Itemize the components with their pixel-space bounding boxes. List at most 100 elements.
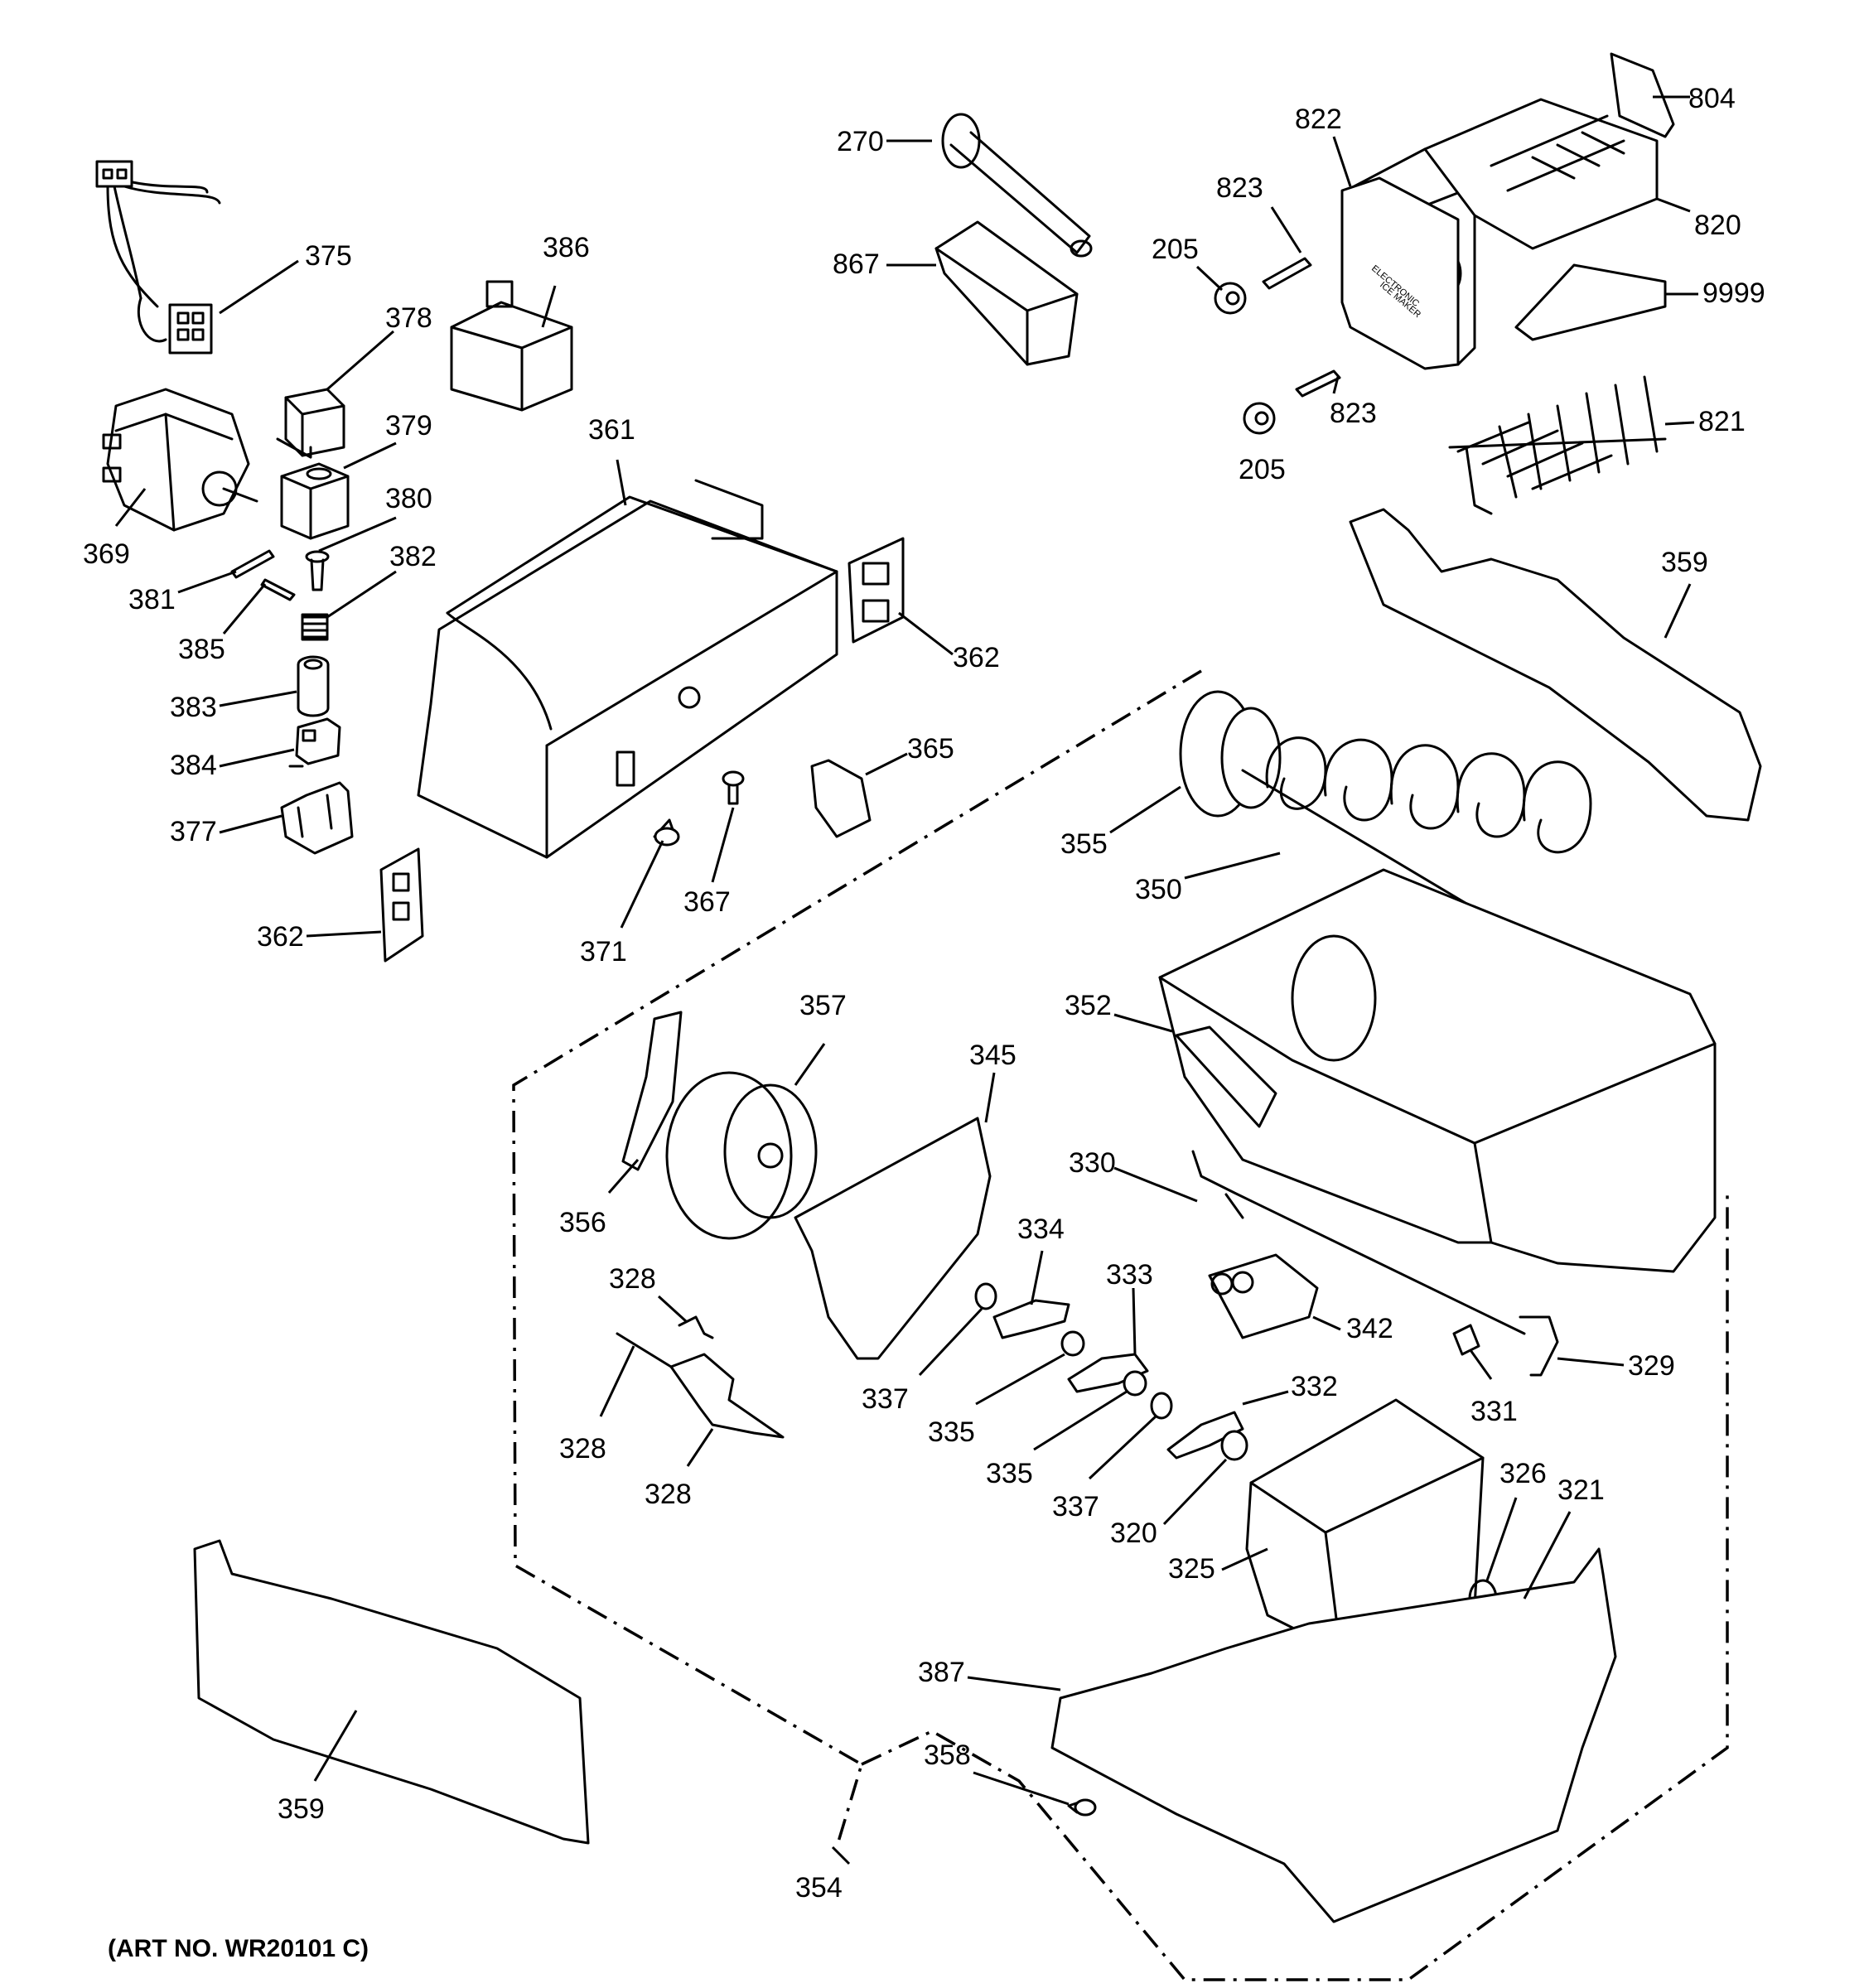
spring-328 (678, 1315, 714, 1339)
cover-359-upper (1349, 508, 1762, 822)
callout-386: 386 (543, 232, 590, 263)
cover-804 (1610, 52, 1675, 138)
cover-359-lower (193, 1539, 590, 1845)
assembly-boundary-354 (512, 669, 1729, 1981)
rod-330 (1191, 1150, 1526, 1335)
bracket-384 (288, 717, 341, 768)
bracket-362-upper (847, 537, 905, 644)
housing-361 (417, 479, 838, 859)
callout-205-upper: 205 (1152, 234, 1199, 265)
callout-325: 325 (1168, 1553, 1215, 1585)
spacer-337-lower (1150, 1392, 1173, 1420)
wire-harness-375 (95, 160, 221, 355)
grommet-205-lower (1243, 402, 1276, 435)
bushing-383 (297, 655, 330, 717)
blade-334 (992, 1299, 1070, 1339)
callout-333: 333 (1106, 1259, 1153, 1291)
callout-337-upper: 337 (862, 1383, 909, 1415)
callout-371: 371 (580, 936, 627, 967)
callout-321: 321 (1557, 1474, 1605, 1506)
block-379 (280, 462, 350, 540)
pin-381 (230, 549, 275, 579)
callout-381: 381 (128, 584, 176, 615)
nut-320 (1220, 1430, 1248, 1461)
callout-359-upper: 359 (1661, 547, 1708, 578)
crusher-housing-345 (794, 1117, 992, 1360)
crusher-wheel-357 (665, 1071, 818, 1240)
screw-371 (653, 818, 680, 847)
grommet-205-upper (1214, 282, 1247, 315)
art-number-caption: (ART NO. WR20101 C) (108, 1935, 369, 1962)
feeler-arm-9999 (1514, 263, 1667, 341)
nut-335-lower (1123, 1370, 1147, 1397)
callout-358: 358 (924, 1740, 971, 1771)
callout-328-top: 328 (609, 1263, 656, 1295)
fill-cup-867 (934, 220, 1079, 366)
callout-804: 804 (1688, 83, 1736, 114)
callout-345: 345 (969, 1040, 1017, 1071)
solenoid-378 (276, 388, 345, 459)
callout-378: 378 (385, 302, 432, 334)
callout-367: 367 (683, 886, 731, 918)
callout-328-mid: 328 (559, 1433, 606, 1464)
blade-332 (1166, 1411, 1244, 1460)
leader-lines (114, 95, 1698, 1865)
callout-362-upper: 362 (953, 642, 1000, 673)
callout-867: 867 (833, 248, 880, 280)
callout-361: 361 (588, 414, 635, 446)
callout-823-lower: 823 (1330, 398, 1377, 429)
callout-383: 383 (170, 692, 217, 723)
plunger-380 (305, 550, 330, 591)
callout-382: 382 (389, 541, 437, 572)
callout-329: 329 (1628, 1350, 1675, 1382)
callout-326: 326 (1499, 1458, 1547, 1489)
callout-335-upper: 335 (928, 1416, 975, 1448)
callout-356: 356 (559, 1207, 606, 1238)
blade-333 (1067, 1353, 1149, 1393)
screw-823-lower (1295, 369, 1341, 398)
callout-270: 270 (837, 126, 884, 157)
callout-354: 354 (795, 1872, 843, 1904)
callout-355: 355 (1060, 828, 1108, 860)
callout-320: 320 (1110, 1518, 1157, 1549)
callout-332: 332 (1291, 1371, 1338, 1402)
lever-328 (669, 1353, 785, 1439)
relay-386 (450, 280, 573, 412)
bracket-342 (1208, 1253, 1319, 1339)
callout-380: 380 (385, 483, 432, 514)
ice-bucket-352 (1158, 868, 1717, 1273)
callout-820: 820 (1694, 210, 1741, 241)
callout-379: 379 (385, 410, 432, 442)
callout-328-bot: 328 (645, 1479, 692, 1510)
clip-365 (810, 759, 872, 838)
callout-357: 357 (799, 990, 847, 1021)
callout-377: 377 (170, 816, 217, 847)
pin-385 (260, 578, 296, 601)
auger-plate-355 (1179, 690, 1282, 818)
callout-822: 822 (1295, 104, 1342, 135)
callout-335-lower: 335 (986, 1458, 1033, 1489)
ice-stripper-821 (1448, 375, 1667, 515)
ice-maker-cover-822: ELECTRONIC ICE MAKER (1340, 176, 1460, 370)
spring-329 (1519, 1315, 1559, 1377)
callout-387: 387 (918, 1657, 965, 1688)
bracket-362-lower (379, 847, 424, 963)
clip-331 (1452, 1324, 1480, 1356)
rod-328 (616, 1332, 673, 1368)
screw-367 (722, 770, 745, 805)
callout-337-lower: 337 (1052, 1491, 1099, 1522)
screw-823-upper (1262, 257, 1312, 290)
callout-823-upper: 823 (1216, 172, 1263, 204)
callout-362-lower: 362 (257, 921, 304, 953)
bracket-377 (280, 781, 354, 855)
callout-205-lower: 205 (1239, 454, 1286, 485)
callout-365: 365 (907, 733, 954, 765)
callout-331: 331 (1470, 1396, 1518, 1427)
plate-356 (621, 1011, 683, 1171)
callout-330: 330 (1069, 1147, 1116, 1179)
nut-335-upper (1060, 1330, 1085, 1357)
callout-352: 352 (1065, 990, 1112, 1021)
callout-342: 342 (1346, 1313, 1393, 1344)
callout-375: 375 (305, 240, 352, 272)
